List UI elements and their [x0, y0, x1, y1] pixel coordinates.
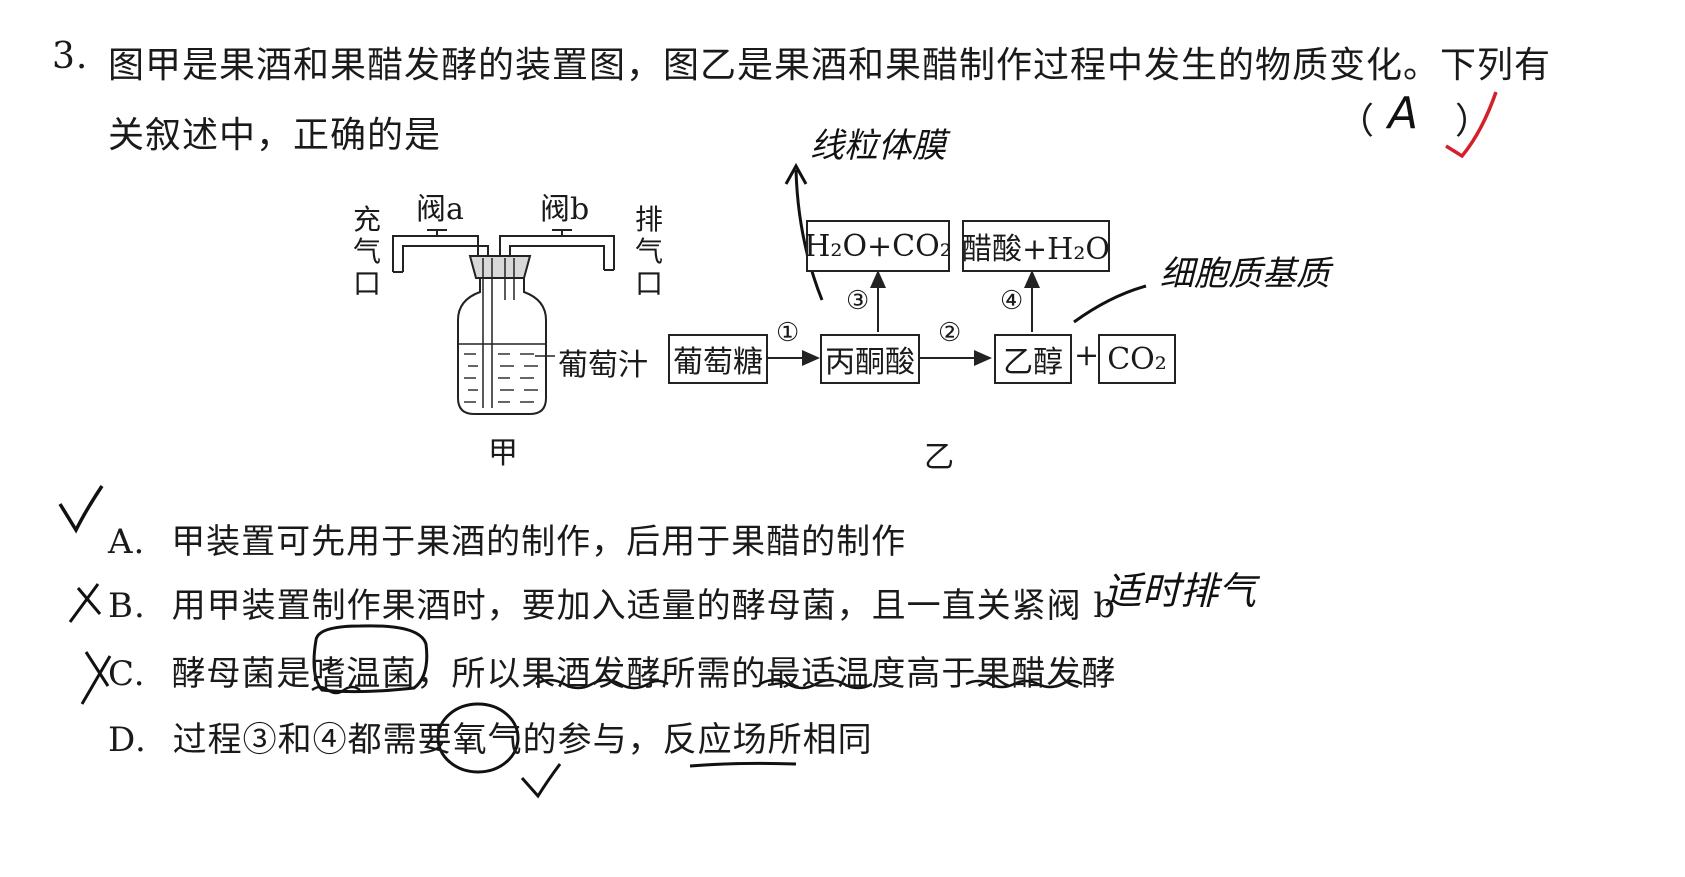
- figure-yi-caption: 乙: [924, 440, 954, 475]
- handwritten-note-membrane: 线粒体膜: [810, 126, 946, 166]
- step-1-label: ①: [776, 318, 800, 348]
- valve-a-label: 阀a: [416, 192, 464, 227]
- option-letter: B.: [108, 586, 146, 626]
- handwritten-note-cytoplasm: 细胞质基质: [1160, 254, 1330, 294]
- option-c: C. 酵母菌是嗜温菌，所以果酒发酵所需的最适温度高于果醋发酵: [108, 646, 1116, 695]
- option-text: 甲装置可先用于果酒的制作，后用于果醋的制作: [171, 522, 907, 562]
- step-2-label: ②: [938, 318, 962, 348]
- ethanol-box: 乙醇: [994, 334, 1072, 384]
- option-letter: A.: [108, 522, 146, 562]
- option-d: D. 过程③和④都需要氧气的参与，反应场所相同: [108, 712, 873, 761]
- option-b: B. 用甲装置制作果酒时，要加入适量的酵母菌，且一直关紧阀 b: [108, 578, 1116, 627]
- h2o-co2-box: H₂O+CO₂: [804, 220, 952, 272]
- pyruvate-box: 丙酮酸: [820, 334, 920, 384]
- option-a: A. 甲装置可先用于果酒的制作，后用于果醋的制作: [108, 514, 906, 563]
- step-4-label: ④: [1000, 286, 1024, 316]
- glucose-box: 葡萄糖: [668, 334, 768, 384]
- outlet-label: 排气口: [634, 203, 663, 300]
- handwritten-note-vent: 适时排气: [1104, 569, 1257, 613]
- option-letter: C.: [108, 654, 146, 694]
- acetic-acid-box: 醋酸+H₂O: [962, 220, 1110, 272]
- co2-box: CO₂: [1098, 334, 1176, 384]
- valve-b-label: 阀b: [540, 192, 590, 227]
- grape-juice-label: 葡萄汁: [558, 348, 648, 383]
- step-3-label: ③: [846, 286, 870, 316]
- option-text: 酵母菌是嗜温菌，所以果酒发酵所需的最适温度高于果醋发酵: [171, 654, 1117, 694]
- question-line-2: 关叙述中，正确的是: [108, 115, 442, 156]
- option-text: 过程③和④都需要氧气的参与，反应场所相同: [172, 720, 873, 760]
- inlet-label: 充气口: [352, 203, 381, 300]
- question-number: 3.: [52, 36, 89, 77]
- handwritten-answer: A: [1388, 88, 1419, 139]
- question-line-1: 图甲是果酒和果醋发酵的装置图，图乙是果酒和果醋制作过程中发生的物质变化。下列有: [108, 45, 1552, 86]
- option-text: 用甲装置制作果酒时，要加入适量的酵母菌，且一直关紧阀 b: [171, 586, 1117, 626]
- plus-sign: +: [1074, 338, 1100, 373]
- figure-jia-caption: 甲: [488, 436, 518, 471]
- option-letter: D.: [108, 720, 147, 760]
- answer-bracket-open: （: [1338, 101, 1376, 142]
